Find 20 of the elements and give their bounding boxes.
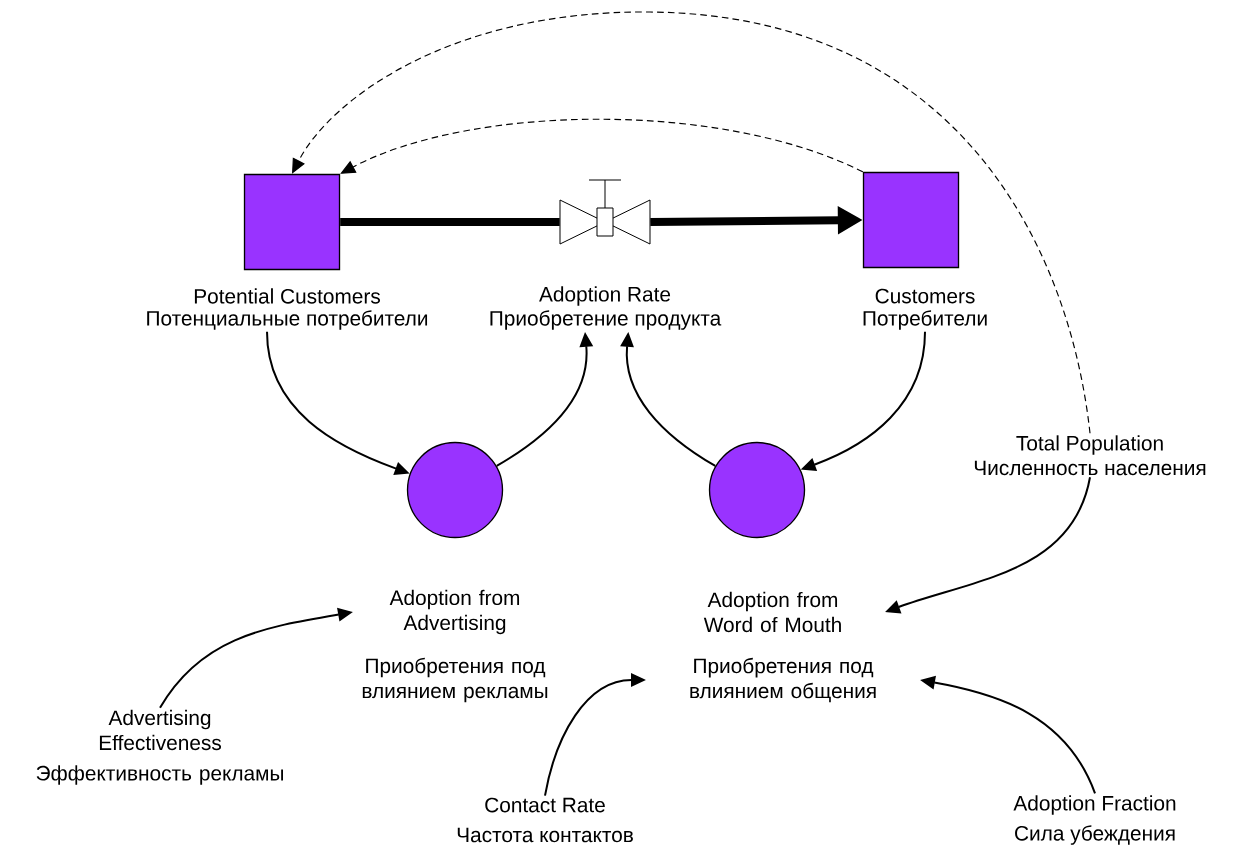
stock-label: Adoption Rate <box>539 286 671 306</box>
variable-label: Adoption Fraction <box>1013 795 1176 815</box>
variable-label: Contact Rate <box>485 797 605 813</box>
stock-label: Потенциальные потребители <box>147 310 428 330</box>
variable-label: Total Population <box>1016 435 1163 455</box>
stock-label: Potential Customers <box>194 288 380 304</box>
stock-label: Приобретение продукта <box>490 310 722 330</box>
arrow <box>340 118 864 174</box>
variable-label: Частота контактов <box>457 827 633 843</box>
variable-label: Приобретения под влиянием общения <box>690 657 876 703</box>
variable-label: Приобретения под влиянием рекламы <box>362 657 548 703</box>
arrow <box>292 11 1091 434</box>
variable-label: Численность населения <box>974 460 1206 476</box>
stock-label: Customers <box>875 288 975 304</box>
variable-label: Adoption from Word of Mouth <box>703 591 841 633</box>
variable-label: Adoption from Advertising <box>389 589 520 635</box>
variable-label: Эффективность рекламы <box>36 765 283 785</box>
variable-label: Advertising Effectiveness <box>99 709 221 751</box>
stock-label: Потребители <box>863 310 987 330</box>
variable-label: Сила убеждения <box>1015 825 1175 845</box>
